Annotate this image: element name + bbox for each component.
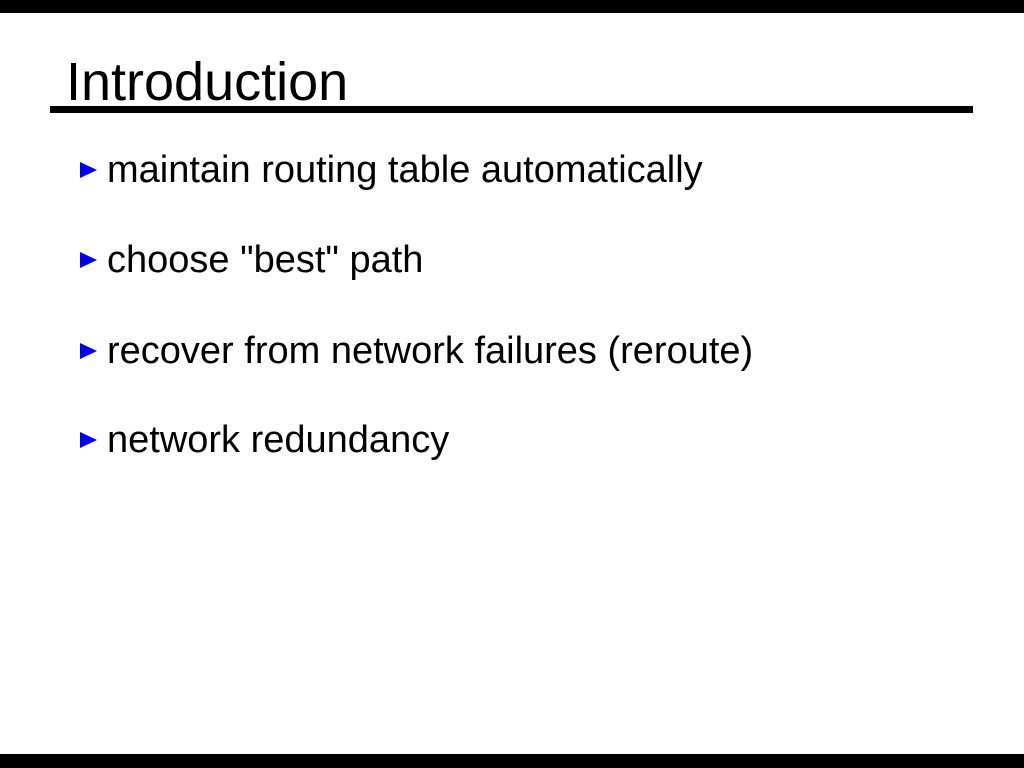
triangle-bullet-icon: [80, 343, 97, 359]
triangle-bullet-icon: [80, 432, 97, 448]
bullet-text: recover from network failures (reroute): [107, 330, 754, 372]
triangle-bullet-icon: [80, 162, 97, 178]
letterbox-bar-top: [0, 0, 1024, 13]
slide-title: Introduction: [66, 52, 349, 112]
letterbox-bar-bottom: [0, 754, 1024, 768]
bullet-text: choose "best" path: [107, 239, 424, 281]
bullet-text: maintain routing table automatically: [107, 149, 703, 191]
triangle-bullet-icon: [80, 252, 97, 268]
bullet-item: network redundancy: [80, 419, 449, 461]
title-underline-rule: [50, 106, 973, 113]
bullet-item: recover from network failures (reroute): [80, 330, 753, 372]
bullet-item: maintain routing table automatically: [80, 149, 703, 191]
bullet-item: choose "best" path: [80, 239, 423, 281]
bullet-text: network redundancy: [107, 419, 450, 461]
